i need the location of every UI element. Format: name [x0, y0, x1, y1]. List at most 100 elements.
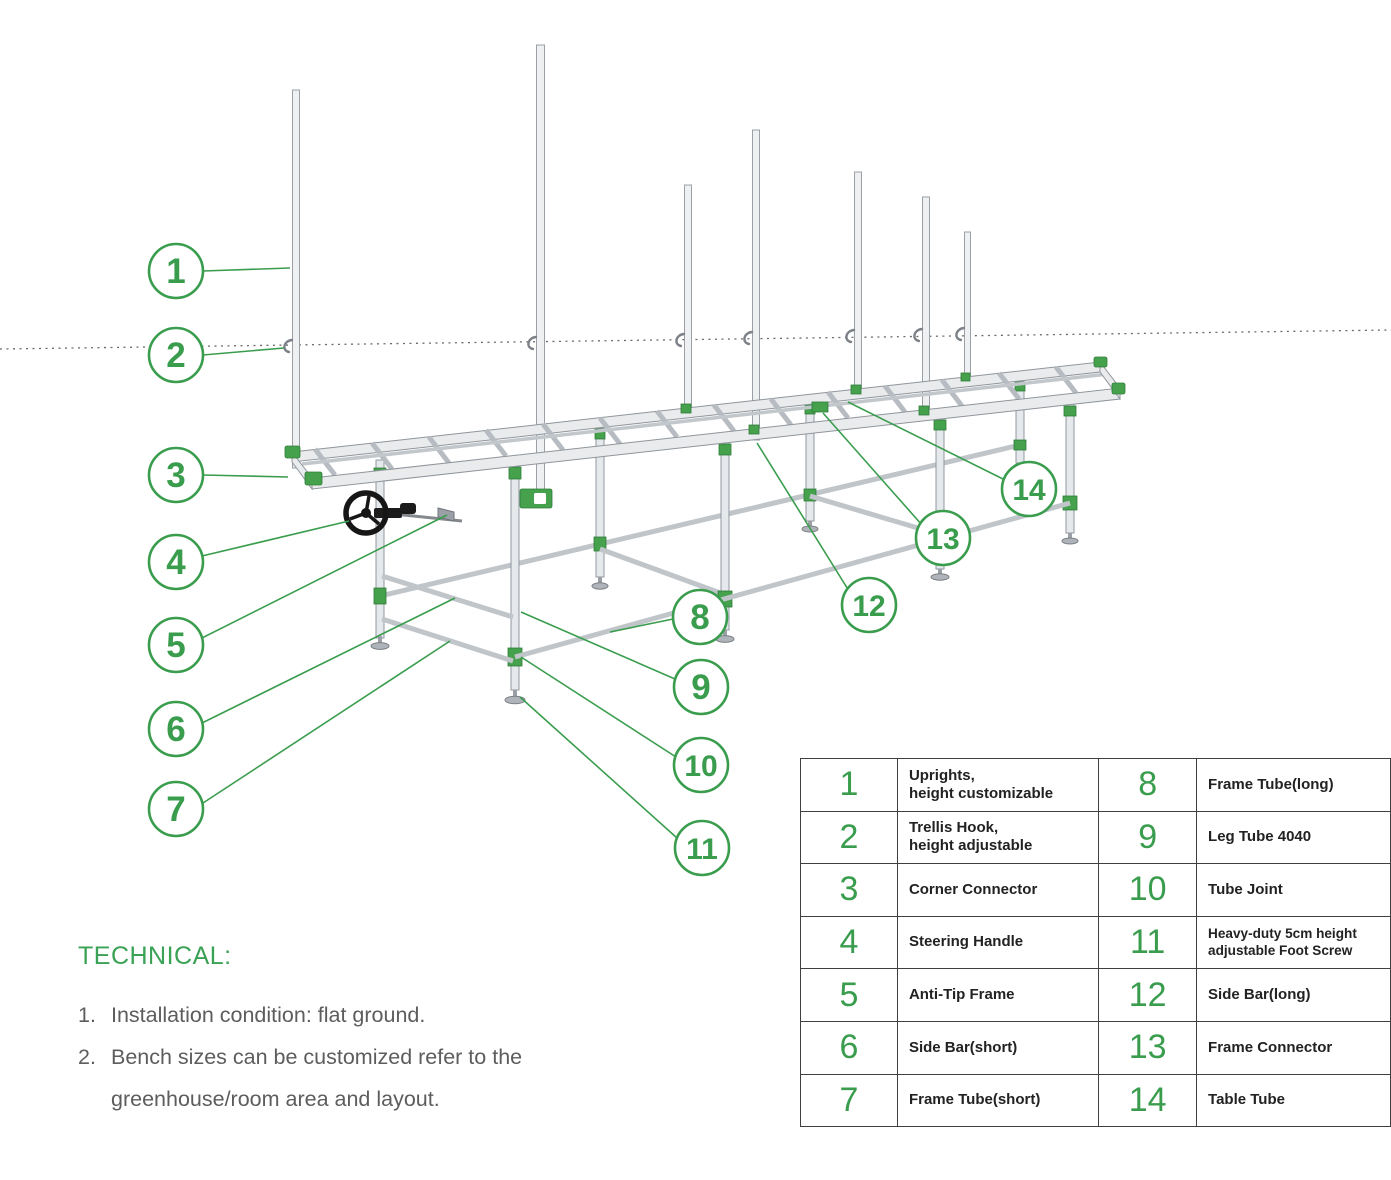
trellis-height-dotted-line: [0, 329, 1391, 350]
foot-screw-stem: [598, 577, 602, 584]
note-text: Installation condition: flat ground.: [111, 1003, 426, 1027]
foot-screw: [930, 573, 950, 581]
upright-pole: [854, 171, 862, 397]
svg-text:4: 4: [166, 543, 186, 582]
trellis-hook: [743, 330, 754, 346]
part-label-line: height adjustable: [908, 837, 1033, 855]
part-label-cell: Trellis Hook, height adjustable: [896, 810, 1100, 865]
table-row: 6 Side Bar(short) 13 Frame Connector: [800, 1020, 1391, 1075]
part-number-cell: 10: [1098, 863, 1198, 917]
frame-tube-long-back: [379, 442, 1021, 599]
leg-tube: [805, 403, 815, 522]
frame-connector: [850, 384, 862, 395]
foot-screw-stem: [378, 636, 382, 644]
part-label-cell: Side Bar(long): [1196, 968, 1391, 1022]
table-row: 4 Steering Handle 11 Heavy-duty 5cm heig…: [800, 915, 1391, 970]
tabletop-frame: [284, 356, 1126, 509]
part-number-cell: 14: [1098, 1073, 1198, 1128]
part-number-cell: 9: [1098, 810, 1198, 865]
callout-2: 2: [147, 326, 285, 384]
callout-11: 11: [519, 696, 731, 877]
part-label-line: Frame Connector: [1208, 1038, 1333, 1056]
part-label-line: Frame Tube(short): [908, 1091, 1041, 1109]
trellis-hook: [283, 338, 294, 354]
technical-section: TECHNICAL: 1. Installation condition: fl…: [78, 942, 656, 1121]
part-label-cell: Leg Tube 4040: [1196, 810, 1391, 865]
frame-tube-short: [381, 616, 514, 664]
part-label-line: Frame Tube(long): [1208, 775, 1334, 793]
technical-title: TECHNICAL:: [78, 942, 232, 970]
upright-pole: [292, 89, 300, 469]
corner-connector: [284, 445, 301, 459]
svg-text:5: 5: [166, 626, 185, 665]
steering-wheel: [343, 490, 389, 536]
part-number-cell: 3: [800, 863, 898, 917]
tube-joint: [933, 419, 947, 431]
center-rail: [301, 372, 1109, 466]
upright-pole: [752, 129, 760, 441]
svg-text:1: 1: [166, 252, 185, 291]
part-number-cell: 7: [800, 1073, 898, 1128]
uprights: [283, 44, 971, 499]
foot-screw: [370, 642, 390, 650]
frame-connector: [960, 372, 971, 382]
part-label-line: Corner Connector: [908, 880, 1038, 898]
side-bar-short: [381, 573, 514, 620]
upright-pole: [684, 184, 692, 417]
svg-text:7: 7: [166, 790, 185, 829]
callout-5: 5: [147, 514, 448, 674]
part-label-cell: Steering Handle: [896, 915, 1100, 970]
foot-screw: [504, 695, 526, 705]
part-number-cell: 13: [1098, 1020, 1198, 1075]
part-label-line: Side Bar(short): [908, 1038, 1018, 1056]
callout-4: 4: [147, 520, 350, 591]
part-label-cell: Side Bar(short): [896, 1020, 1100, 1075]
part-label-line: adjustable Foot Screw: [1208, 942, 1353, 958]
svg-text:6: 6: [166, 710, 185, 749]
part-label-cell: Frame Tube(short): [896, 1073, 1100, 1128]
trellis-hook: [913, 327, 924, 343]
part-label-line: Tube Joint: [1208, 880, 1283, 898]
frame-connector: [748, 424, 760, 435]
part-label-line: Steering Handle: [908, 933, 1024, 951]
table-row: 3 Corner Connector 10 Tube Joint: [800, 863, 1391, 917]
tube-joint: [1014, 381, 1026, 392]
part-label-line: Trellis Hook,: [908, 819, 999, 837]
part-number-cell: 8: [1098, 758, 1198, 812]
part-label-cell: Tube Joint: [1196, 863, 1391, 917]
callout-13: 13: [822, 412, 972, 567]
table-row: 5 Anti-Tip Frame 12 Side Bar(long): [800, 968, 1391, 1022]
foot-screw: [591, 582, 609, 590]
bracket-label: [534, 493, 546, 504]
part-label-line: height customizable: [908, 784, 1054, 802]
callout-8: 8: [609, 588, 729, 646]
trellis-hook: [675, 332, 686, 348]
tube-joint: [1063, 405, 1077, 417]
corner-connector: [1111, 382, 1126, 395]
frame-connector: [811, 401, 829, 413]
frame-tube-long: [514, 500, 1071, 660]
trellis-hook: [527, 335, 538, 351]
part-label-cell: Heavy-duty 5cm height adjustable Foot Sc…: [1196, 915, 1391, 970]
parts-table: 1 Uprights, height customizable 8 Frame …: [800, 758, 1391, 1128]
table-row: 1 Uprights, height customizable 8 Frame …: [800, 758, 1391, 812]
trellis-hook: [955, 326, 966, 342]
part-number-cell: 6: [800, 1020, 898, 1075]
callout-3: 3: [147, 446, 289, 504]
note-number: 2.: [78, 1044, 96, 1069]
callout-14: 14: [847, 401, 1058, 518]
tube-joint: [718, 443, 732, 456]
corner-connector: [304, 471, 323, 486]
part-number-cell: 2: [800, 810, 898, 865]
part-label-cell: Anti-Tip Frame: [896, 968, 1100, 1022]
svg-text:13: 13: [926, 523, 959, 556]
callout-9: 9: [520, 611, 730, 716]
svg-text:12: 12: [852, 590, 885, 623]
part-label-line: Heavy-duty 5cm height: [1208, 926, 1357, 941]
part-number-cell: 5: [800, 968, 898, 1022]
svg-text:8: 8: [690, 598, 709, 637]
part-number-cell: 4: [800, 915, 898, 970]
svg-text:11: 11: [686, 833, 718, 866]
